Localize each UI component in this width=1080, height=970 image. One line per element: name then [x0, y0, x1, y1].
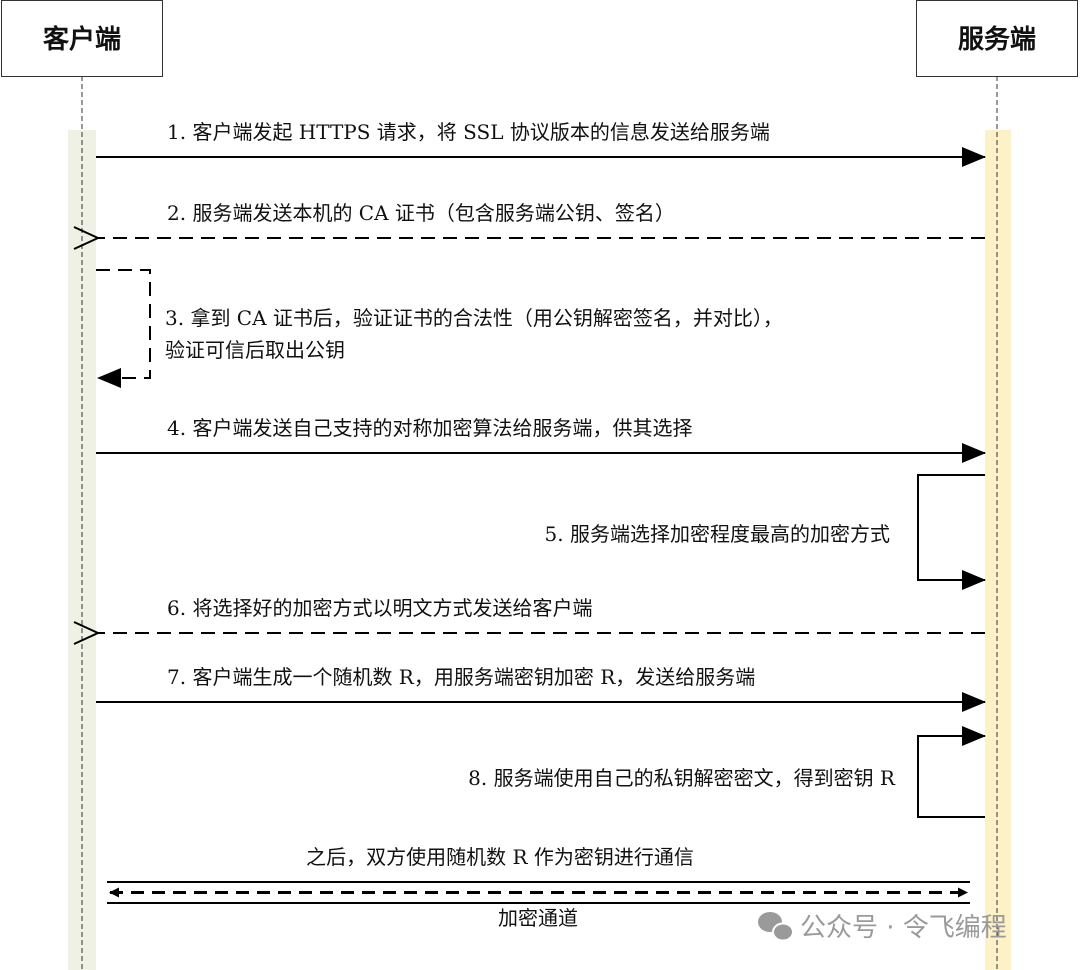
message-4-label: 4. 客户端发送自己支持的对称加密算法给服务端，供其选择: [167, 416, 692, 440]
watermark: 公众号 · 令飞编程: [800, 913, 1007, 943]
client-title: 客户端: [43, 24, 121, 55]
server-participant: 服务端: [916, 0, 1078, 77]
message-3-label: 3. 拿到 CA 证书后，验证证书的合法性（用公钥解密签名，并对比），: [165, 306, 783, 330]
message-6-label: 6. 将选择好的加密方式以明文方式发送给客户端: [167, 596, 592, 620]
channel-label: 加密通道: [498, 906, 578, 930]
server-title: 服务端: [958, 25, 1036, 55]
message-2-label: 2. 服务端发送本机的 CA 证书（包含服务端公钥、签名）: [167, 201, 675, 225]
message-5-self-arrow: [917, 474, 986, 590]
message-3-label-line2: 验证可信后取出公钥: [165, 338, 345, 362]
channel-caption: 之后，双方使用随机数 R 作为密钥进行通信: [306, 845, 694, 869]
message-8-label: 8. 服务端使用自己的私钥解密密文，得到密钥 R: [468, 766, 896, 790]
message-1-label: 1. 客户端发起 HTTPS 请求，将 SSL 协议版本的信息发送给服务端: [167, 120, 770, 144]
server-activation-bar: [985, 130, 1011, 970]
wechat-icon: [758, 912, 794, 942]
message-8-self-arrow: [917, 726, 986, 818]
client-participant: 客户端: [1, 0, 163, 77]
message-3-self-arrow: [96, 269, 151, 388]
encrypted-channel: [107, 881, 970, 904]
message-7-label: 7. 客户端生成一个随机数 R，用服务端密钥加密 R，发送给服务端: [167, 665, 755, 689]
message-5-label: 5. 服务端选择加密程度最高的加密方式: [545, 522, 890, 546]
